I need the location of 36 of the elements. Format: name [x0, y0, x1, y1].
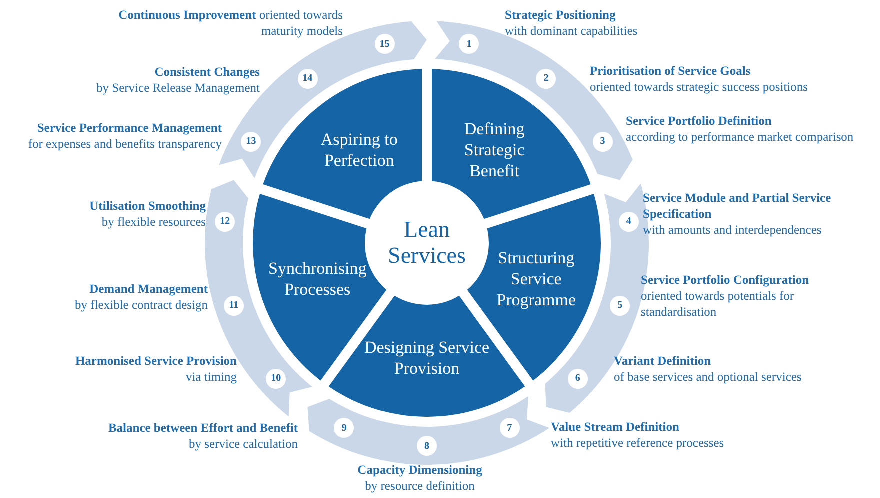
step-description: by Service Release Management — [96, 80, 260, 96]
segment-label: Defining Strategic Benefit — [463, 118, 526, 182]
step-description: Continuous Improvement oriented towards maturity models — [118, 7, 343, 39]
step-title: Utilisation Smoothing — [90, 198, 206, 214]
step-title: Service Performance Management — [36, 120, 222, 136]
step-title: Prioritisation of Service Goals — [590, 63, 752, 79]
step-title: Value Stream Definition — [551, 419, 680, 435]
step-description: for expenses and benefits transparency — [28, 136, 222, 152]
pie-segment — [263, 69, 422, 220]
step-description: with repetitive reference processes — [551, 435, 724, 451]
step-title: Capacity Dimensioning — [358, 462, 482, 478]
segment-label: Synchronising Processes — [268, 258, 368, 300]
step-title: Harmonised Service Provision — [75, 353, 237, 369]
step-title: Consistent Changes — [154, 64, 260, 80]
step-description: according to performance market comparison — [626, 129, 854, 145]
step-title: Balance between Effort and Benefit — [108, 420, 298, 436]
center-label: Lean Services — [387, 217, 467, 269]
step-description: with dominant capabilities — [505, 23, 638, 39]
segment-label: Structuring Service Programme — [496, 247, 578, 310]
step-description: of base services and optional services — [614, 369, 802, 385]
step-description: by service calculation — [188, 436, 298, 452]
step-description: by flexible contract design — [75, 297, 208, 313]
step-description: oriented towards strategic success positions — [590, 79, 808, 95]
pie-segment — [432, 69, 591, 220]
step-title: Strategic Positioning — [505, 7, 617, 23]
step-description: with amounts and interdependences — [643, 222, 823, 238]
step-title: Demand Management — [88, 281, 208, 297]
step-title: Service Portfolio Configuration — [641, 272, 810, 288]
step-title: Service Portfolio Definition — [626, 113, 773, 129]
segment-label: Designing Service Provision — [363, 337, 491, 379]
step-description: by resource definition — [364, 478, 476, 494]
step-title: Variant Definition — [614, 353, 712, 369]
segment-label: Aspiring to Perfection — [320, 128, 399, 171]
step-description: oriented towards potentials for standardisation — [641, 288, 796, 320]
step-description: via timing — [184, 369, 237, 385]
step-description: by flexible resources — [100, 214, 206, 230]
